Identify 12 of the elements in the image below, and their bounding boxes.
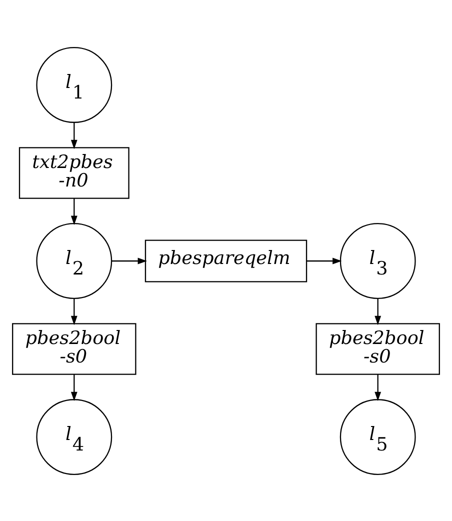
arrow — [70, 374, 78, 401]
arrow — [374, 374, 382, 401]
node-box: txt2pbes -n0 — [18, 146, 130, 198]
arrow — [112, 257, 147, 264]
node-box: pbespareqelm — [144, 239, 308, 282]
node-box: pbes2bool -s0 — [12, 322, 136, 374]
arrow — [70, 122, 78, 149]
arrow — [306, 257, 342, 264]
arrow — [374, 298, 382, 325]
arrow — [70, 198, 78, 225]
arrow — [70, 298, 78, 325]
node-box: pbes2bool -s0 — [316, 322, 440, 374]
